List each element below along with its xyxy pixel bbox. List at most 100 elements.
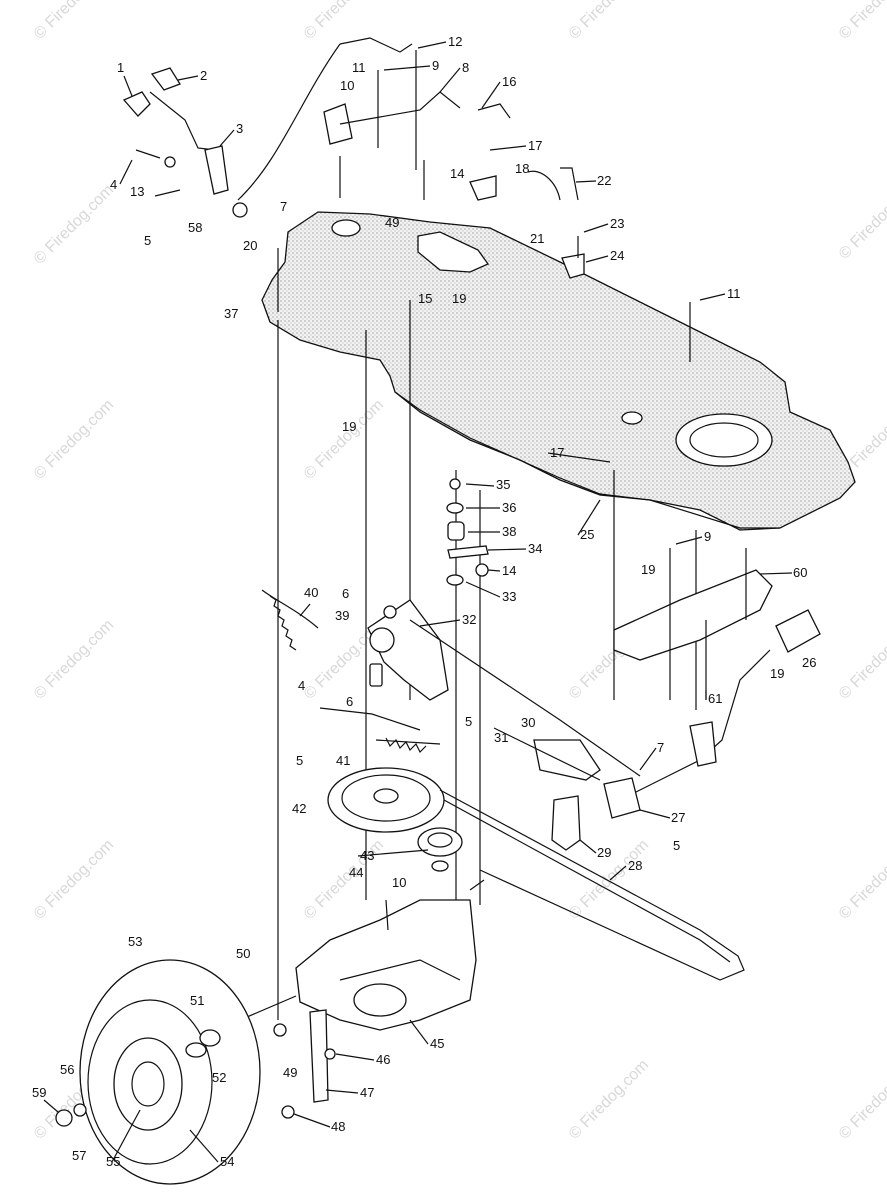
callout-label: 52 bbox=[212, 1070, 226, 1085]
watermark: © Firedog.com bbox=[836, 836, 887, 922]
callout-label: 47 bbox=[360, 1085, 374, 1100]
callout-label: 36 bbox=[502, 500, 516, 515]
callout-label: 7 bbox=[280, 199, 287, 214]
callout-label: 6 bbox=[342, 586, 349, 601]
watermark: © Firedog.com bbox=[301, 396, 387, 482]
assembly-guide-lines bbox=[277, 300, 697, 1020]
callout-label: 41 bbox=[336, 753, 350, 768]
callout-label: 31 bbox=[494, 730, 508, 745]
callout-label: 13 bbox=[130, 184, 144, 199]
callout-label: 20 bbox=[243, 238, 257, 253]
callout-label: 34 bbox=[528, 541, 542, 556]
idler-bracket bbox=[261, 589, 641, 851]
leader-lines bbox=[43, 41, 793, 1163]
callout-label: 37 bbox=[224, 306, 238, 321]
callout-label: 2 bbox=[200, 68, 207, 83]
callout-label: 22 bbox=[597, 173, 611, 188]
callout-label: 4 bbox=[298, 678, 305, 693]
callout-label: 5 bbox=[673, 838, 680, 853]
transaxle bbox=[239, 879, 485, 1119]
callout-label: 14 bbox=[502, 563, 516, 578]
callout-label: 58 bbox=[188, 220, 202, 235]
callout-label: 35 bbox=[496, 477, 510, 492]
brake-pedal-linkage bbox=[613, 548, 821, 801]
rear-wheel bbox=[55, 959, 261, 1185]
spacer-stack bbox=[446, 478, 489, 586]
callout-label: 11 bbox=[352, 60, 366, 75]
callout-label: 55 bbox=[106, 1154, 120, 1169]
watermark: © Firedog.com bbox=[31, 181, 117, 267]
callout-label: 51 bbox=[190, 993, 204, 1008]
callout-label: 19 bbox=[452, 291, 466, 306]
callout-label: 48 bbox=[331, 1119, 345, 1134]
callout-label: 24 bbox=[610, 248, 624, 263]
callout-label: 61 bbox=[708, 691, 722, 706]
watermark: © Firedog.com bbox=[566, 1056, 652, 1142]
lift-lever-assembly bbox=[122, 67, 248, 218]
callout-label: 33 bbox=[502, 589, 516, 604]
callout-label: 49 bbox=[283, 1065, 297, 1080]
callout-label: 5 bbox=[296, 753, 303, 768]
callout-label: 16 bbox=[502, 74, 516, 89]
callout-label: 6 bbox=[346, 694, 353, 709]
callout-label: 46 bbox=[376, 1052, 390, 1067]
callout-label: 59 bbox=[32, 1085, 46, 1100]
watermark: © Firedog.com bbox=[836, 1056, 887, 1142]
callout-label: 10 bbox=[392, 875, 406, 890]
callout-label: 7 bbox=[657, 740, 664, 755]
watermark: © Firedog.com bbox=[31, 836, 117, 922]
callout-label: 44 bbox=[349, 865, 363, 880]
callout-label: 60 bbox=[793, 565, 807, 580]
callout-label: 5 bbox=[465, 714, 472, 729]
watermark: © Firedog.com bbox=[836, 176, 887, 262]
callout-label: 17 bbox=[528, 138, 542, 153]
callout-label: 10 bbox=[340, 78, 354, 93]
deck-lift-linkage bbox=[237, 37, 691, 362]
callout-label: 8 bbox=[462, 60, 469, 75]
callout-label: 27 bbox=[671, 810, 685, 825]
springs bbox=[269, 595, 601, 781]
callout-label: 3 bbox=[236, 121, 243, 136]
callout-label: 50 bbox=[236, 946, 250, 961]
callout-label: 53 bbox=[128, 934, 142, 949]
callout-label: 57 bbox=[72, 1148, 86, 1163]
callout-label: 30 bbox=[521, 715, 535, 730]
callout-label: 5 bbox=[144, 233, 151, 248]
callout-label: 45 bbox=[430, 1036, 444, 1051]
callout-label: 23 bbox=[610, 216, 624, 231]
callout-label: 38 bbox=[502, 524, 516, 539]
callout-label: 26 bbox=[802, 655, 816, 670]
watermark: © Firedog.com bbox=[31, 396, 117, 482]
watermark: © Firedog.com bbox=[836, 616, 887, 702]
callout-label: 56 bbox=[60, 1062, 74, 1077]
chassis-frame bbox=[261, 211, 856, 531]
callout-label: 28 bbox=[628, 858, 642, 873]
callout-label: 32 bbox=[462, 612, 476, 627]
callout-label: 39 bbox=[335, 608, 349, 623]
watermark: © Firedog.com bbox=[31, 0, 117, 43]
watermark: © Firedog.com bbox=[566, 0, 652, 43]
watermark: © Firedog.com bbox=[301, 0, 387, 43]
callout-label: 25 bbox=[580, 527, 594, 542]
callout-label: 19 bbox=[641, 562, 655, 577]
callout-label: 49 bbox=[385, 215, 399, 230]
callout-label: 21 bbox=[530, 231, 544, 246]
callout-label: 18 bbox=[515, 161, 529, 176]
watermark: © Firedog.com bbox=[31, 616, 117, 702]
pulley-and-belt bbox=[327, 767, 745, 981]
callout-label: 4 bbox=[110, 177, 117, 192]
callout-label: 11 bbox=[727, 286, 741, 301]
callout-label: 14 bbox=[450, 166, 464, 181]
callout-label: 15 bbox=[418, 291, 432, 306]
watermark: © Firedog.com bbox=[836, 0, 887, 43]
callout-label: 19 bbox=[770, 666, 784, 681]
callout-label: 1 bbox=[117, 60, 124, 75]
callout-label: 17 bbox=[550, 445, 564, 460]
callout-label: 42 bbox=[292, 801, 306, 816]
callout-label: 9 bbox=[432, 58, 439, 73]
callout-label: 12 bbox=[448, 34, 462, 49]
callout-label: 9 bbox=[704, 529, 711, 544]
callout-label: 29 bbox=[597, 845, 611, 860]
callout-label: 19 bbox=[342, 419, 356, 434]
